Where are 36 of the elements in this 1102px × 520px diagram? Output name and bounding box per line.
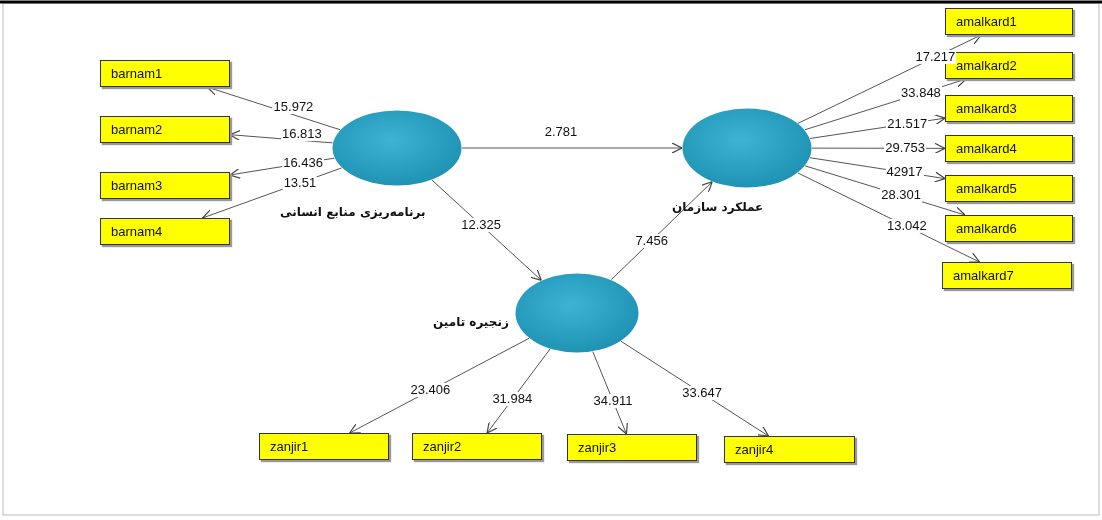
indicator-box: zanjir1	[259, 433, 389, 460]
edge-label: 21.517	[886, 116, 929, 131]
indicator-box: barnam4	[100, 218, 230, 245]
indicator-box: barnam2	[100, 116, 230, 143]
edge-label: 7.456	[634, 233, 669, 248]
indicator-box: amalkard5	[945, 175, 1073, 202]
edge-label: 16.813	[280, 127, 323, 142]
edge-label: 33.647	[681, 386, 723, 401]
arrow	[610, 181, 713, 281]
indicator-box: amalkard6	[945, 215, 1073, 242]
edge-label: 15.972	[272, 99, 315, 114]
indicator-box: amalkard7	[942, 262, 1072, 289]
edge-label: 2.781	[543, 125, 579, 139]
edge-label: 31.984	[491, 392, 534, 407]
arrow	[592, 351, 628, 435]
edge-label: 28.301	[880, 188, 922, 203]
construct-label: عملکرد سازمان	[672, 200, 764, 214]
edge-label: 13.51	[282, 175, 318, 190]
edge-label: 33.848	[900, 86, 942, 101]
indicator-box: amalkard1	[945, 8, 1073, 35]
indicator-box: zanjir3	[567, 434, 697, 461]
indicator-box: zanjir2	[412, 433, 542, 460]
indicator-box: zanjir4	[724, 436, 855, 463]
indicator-box: amalkard3	[945, 95, 1073, 122]
indicator-box: barnam3	[100, 172, 230, 199]
indicator-box: barnam1	[100, 60, 230, 87]
construct-label: زنجیره تامین	[433, 315, 509, 329]
edge-label: 12.325	[460, 218, 503, 233]
arrow	[431, 179, 542, 281]
edge-label: 34.911	[592, 394, 634, 409]
construct-label: برنامه‌ریزی منابع انسانی	[280, 205, 426, 219]
arrow	[461, 142, 683, 154]
indicator-box: amalkard4	[945, 135, 1073, 162]
edge-label: 23.406	[409, 383, 452, 398]
edge-label: 13.042	[885, 219, 928, 234]
edge-label: 17.217	[914, 50, 957, 65]
